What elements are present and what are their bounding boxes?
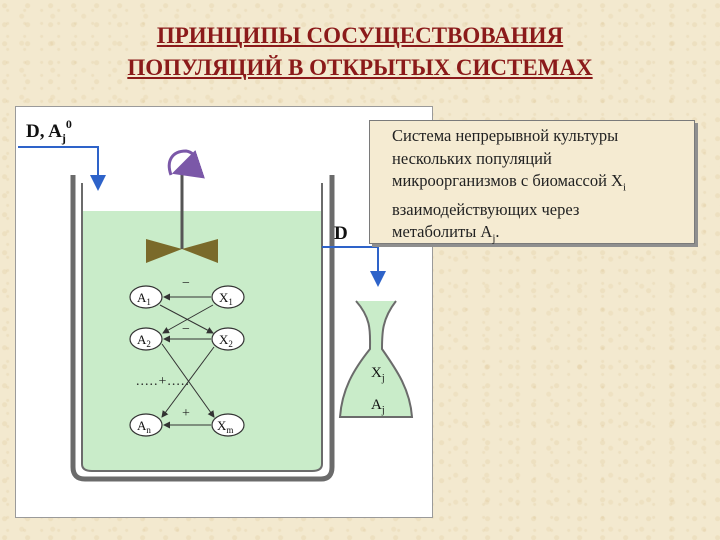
node-x2-label: X2 [219, 332, 233, 349]
input-label: D, Aj0 [26, 117, 72, 145]
node-a1-label: A1 [137, 290, 151, 307]
inflow-arrow [18, 146, 106, 191]
callout-line-2: нескольких популяций [392, 148, 552, 168]
node-x1-label: X1 [219, 290, 233, 307]
node-a1 [129, 285, 163, 309]
callout-line-4: взаимодействующих через [392, 199, 580, 219]
title-line-1: ПРИНЦИПЫ СОСУЩЕСТВОВАНИЯ [156, 23, 564, 48]
title-line-2: ПОПУЛЯЦИЙ В ОТКРЫТЫХ СИСТЕМАХ [127, 55, 593, 80]
edge-x2-an [161, 346, 215, 418]
rotation-arrow [167, 149, 205, 179]
node-a2 [129, 327, 163, 351]
culture-vessel [70, 175, 335, 482]
stirrer-blade-left [146, 239, 182, 263]
edge-x1-a2 [162, 304, 214, 334]
sign-plus-dotted: .....+..... [136, 374, 190, 389]
node-xm [211, 413, 245, 437]
node-x1 [211, 285, 245, 309]
sign-plus: + [182, 406, 190, 421]
node-x2 [211, 327, 245, 351]
outflow-label: D [334, 223, 348, 244]
interaction-edges [159, 293, 215, 429]
collection-flask [338, 300, 414, 418]
node-xm-label: Xm [217, 418, 233, 435]
node-an-label: An [137, 418, 151, 435]
flask-biomass-label: Xj [371, 365, 385, 384]
callout-line-1: Система непрерывной культуры [392, 126, 619, 145]
flask-metabolite-label: Aj [371, 397, 385, 416]
diagram-panel: D, Aj0 D Xj Aj A1 X1 A2 X2 An Xm [15, 106, 433, 518]
culture-liquid [82, 211, 322, 471]
description-callout: Система непрерывной культуры нескольких … [369, 120, 695, 245]
edge-a2-xm [161, 343, 215, 418]
callout-line-5: метаболиты Aj. [392, 222, 500, 245]
node-an [129, 413, 163, 437]
stirrer-blade-right [182, 239, 218, 263]
sign-minus-1: − [182, 276, 190, 291]
edge-a1-x2 [159, 304, 214, 334]
callout-line-3: микроорганизмов с биомассой Xi [392, 171, 627, 194]
chemostat-diagram: D, Aj0 D Xj Aj A1 X1 A2 X2 An Xm [18, 117, 414, 482]
vessel-inner-wall [81, 183, 323, 472]
sign-minus-2: − [182, 322, 190, 337]
page-title: ПРИНЦИПЫ СОСУЩЕСТВОВАНИЯ ПОПУЛЯЦИЙ В ОТК… [0, 20, 720, 84]
node-a2-label: A2 [137, 332, 151, 349]
outflow-arrow [322, 246, 386, 287]
